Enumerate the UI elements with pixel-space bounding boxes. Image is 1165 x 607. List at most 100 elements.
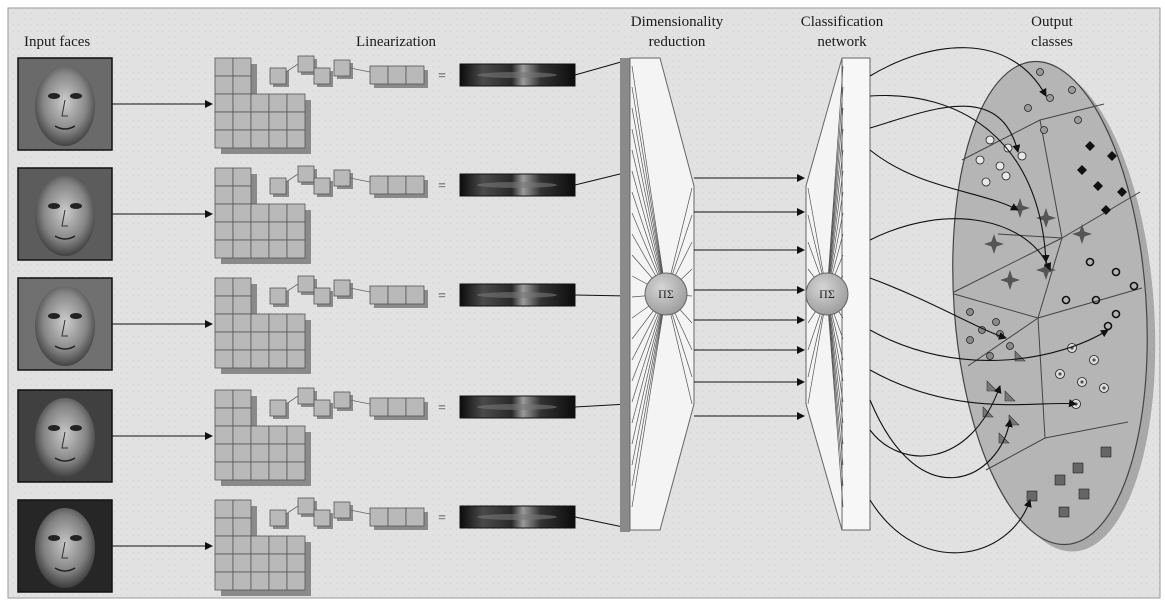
grid-cell [233,296,251,314]
grid-cell [269,332,287,350]
equals-sign: = [438,511,446,526]
grid-cell [215,296,233,314]
cascade-square [334,502,350,518]
grid-cell [215,222,233,240]
vector-cell [406,398,424,416]
class-open-circle [976,156,984,164]
grid-cell [233,462,251,480]
cascade-square [334,392,350,408]
grid-cell [233,186,251,204]
class-open-circle [1002,172,1010,180]
face-eye [70,93,82,99]
grid-cell [215,462,233,480]
grid-cell [233,58,251,76]
vector-cell [370,176,388,194]
label-dimensionality-line1: Dimensionality [631,14,724,30]
face-shape [35,66,95,146]
class-open-circle [1018,152,1026,160]
dr-node-symbol: ΠΣ [658,287,674,301]
grid-cell [215,332,233,350]
vector-cell [388,398,406,416]
cn-node-symbol: ΠΣ [819,287,835,301]
face-shape [35,508,95,588]
vector-cell [370,286,388,304]
grid-cell [233,112,251,130]
grid-cell [233,130,251,148]
cascade-square [270,68,286,84]
vector-cell [406,66,424,84]
grid-cell [215,240,233,258]
class-dot [1047,95,1054,102]
equals-sign: = [438,69,446,84]
grid-cell [233,408,251,426]
grid-cell [233,518,251,536]
cascade-square [270,288,286,304]
cascade-square [314,68,330,84]
grid-cell [251,130,269,148]
grid-cell [215,408,233,426]
face-eye [70,203,82,209]
grid-cell [215,536,233,554]
cascade-square [270,510,286,526]
grid-cell [269,536,287,554]
grid-cell [251,572,269,590]
grid-cell [287,554,305,572]
face-eye [70,425,82,431]
grid-cell [287,462,305,480]
class-dot [993,319,1000,326]
label-input-faces: Input faces [24,34,90,50]
grid-cell [233,222,251,240]
cascade-square [298,166,314,182]
vector-cell [370,66,388,84]
grid-cell [287,444,305,462]
class-target-center [1080,380,1083,383]
grid-cell [269,426,287,444]
equals-sign: = [438,401,446,416]
class-square [1059,507,1069,517]
vector-cell [406,176,424,194]
grid-cell [269,94,287,112]
class-dot [1037,69,1044,76]
grid-cell [251,94,269,112]
dr-input-bar [620,58,630,532]
grid-cell [233,444,251,462]
cascade-square [298,388,314,404]
grid-cell [233,390,251,408]
grid-cell [251,204,269,222]
vector-cell [370,508,388,526]
grid-cell [233,168,251,186]
label-output-line2: classes [1031,34,1073,50]
grid-cell [215,278,233,296]
class-square [1055,475,1065,485]
class-dot [967,337,974,344]
vector-cell [388,66,406,84]
grid-cell [233,536,251,554]
grid-cell [251,112,269,130]
vector-cell [370,398,388,416]
grid-cell [233,314,251,332]
grid-cell [287,112,305,130]
grid-cell [269,350,287,368]
class-open-circle [1004,144,1012,152]
grid-cell [287,204,305,222]
grid-cell [287,426,305,444]
strip-highlight [477,72,557,78]
grid-cell [251,462,269,480]
grid-cell [215,112,233,130]
grid-cell [269,572,287,590]
grid-cell [215,76,233,94]
cascade-square [270,178,286,194]
vector-cell [406,286,424,304]
grid-cell [233,554,251,572]
cascade-square [334,280,350,296]
grid-cell [233,278,251,296]
grid-cell [287,332,305,350]
face-eye [48,535,60,541]
grid-cell [215,554,233,572]
class-dot [967,309,974,316]
grid-cell [215,444,233,462]
face-shape [35,286,95,366]
grid-cell [233,572,251,590]
cascade-square [334,170,350,186]
